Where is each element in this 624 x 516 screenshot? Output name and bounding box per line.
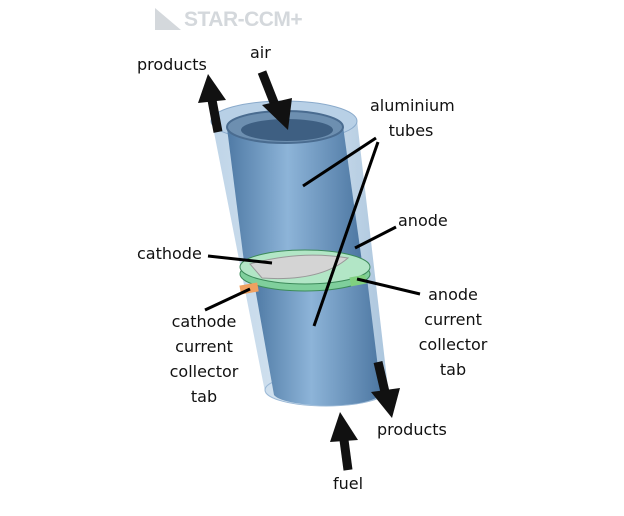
- products-out-arrow: [207, 99, 223, 133]
- cathode-tab-label: cathode current collector tab: [169, 312, 239, 406]
- star-ccm-logo: STAR-CCM+: [155, 8, 303, 32]
- air-label: air: [250, 43, 271, 62]
- lower-aluminium-tube: [254, 278, 382, 406]
- cathode-layer: [249, 254, 350, 280]
- fuel-label: fuel: [333, 474, 364, 493]
- products-bottom-arrow: [373, 360, 390, 394]
- products-top-label: products: [137, 55, 207, 74]
- leader-lines: [204, 136, 421, 327]
- fuel-in-arrow: [339, 439, 353, 471]
- aluminium-tubes-label: aluminium tubes: [370, 96, 455, 140]
- electrode-ring: [239, 249, 371, 295]
- products-bottom-label: products: [377, 420, 447, 439]
- anode-label: anode: [398, 211, 448, 230]
- air-in-arrow: [257, 70, 280, 107]
- anode-tab-label: anode current collector tab: [418, 285, 488, 379]
- cathode-label: cathode: [137, 244, 202, 263]
- upper-aluminium-tube: [226, 110, 362, 262]
- flow-arrows: [198, 70, 400, 471]
